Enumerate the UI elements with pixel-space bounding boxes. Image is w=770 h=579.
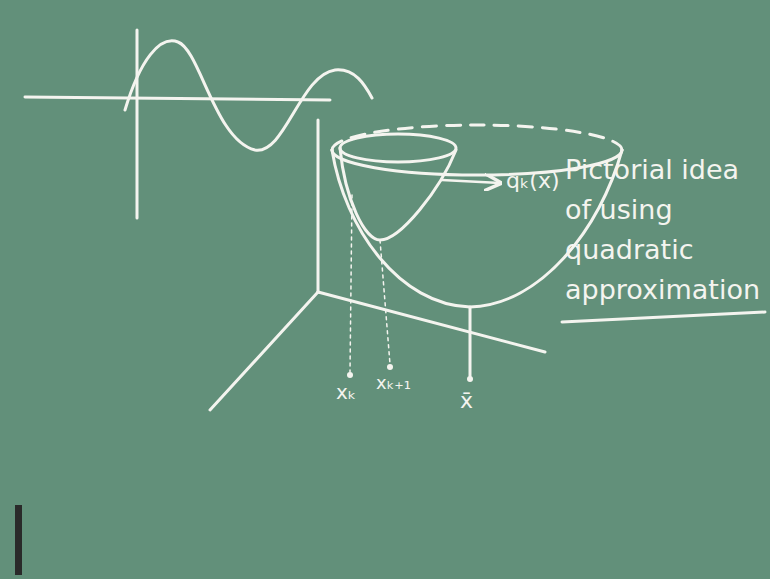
point-label: xₖ₊₁ xyxy=(376,372,411,394)
point-dot xyxy=(347,372,353,378)
note-text: Pictorial idea of using quadratic approx… xyxy=(565,150,763,310)
pointer-arrow xyxy=(442,180,500,183)
underline xyxy=(562,312,765,322)
point-label: x̄ xyxy=(460,388,473,414)
axis-3d xyxy=(210,292,318,410)
x-axis xyxy=(25,97,330,100)
quadratic-model xyxy=(340,148,456,240)
function-label: qₖ(x) xyxy=(506,168,560,194)
axis-3d xyxy=(318,292,545,352)
point-dot xyxy=(387,364,393,370)
projection-line xyxy=(350,195,352,372)
minimum-stem xyxy=(469,307,472,376)
point-label: xₖ xyxy=(336,380,356,404)
point-dot xyxy=(467,376,473,382)
projection-line xyxy=(380,240,390,364)
y-axis xyxy=(136,30,139,218)
z-axis xyxy=(317,120,320,292)
small-bowl-rim xyxy=(340,134,456,162)
eraser-mark xyxy=(15,505,22,575)
sine-curve xyxy=(125,41,372,150)
bowl-rim-back xyxy=(332,125,622,150)
